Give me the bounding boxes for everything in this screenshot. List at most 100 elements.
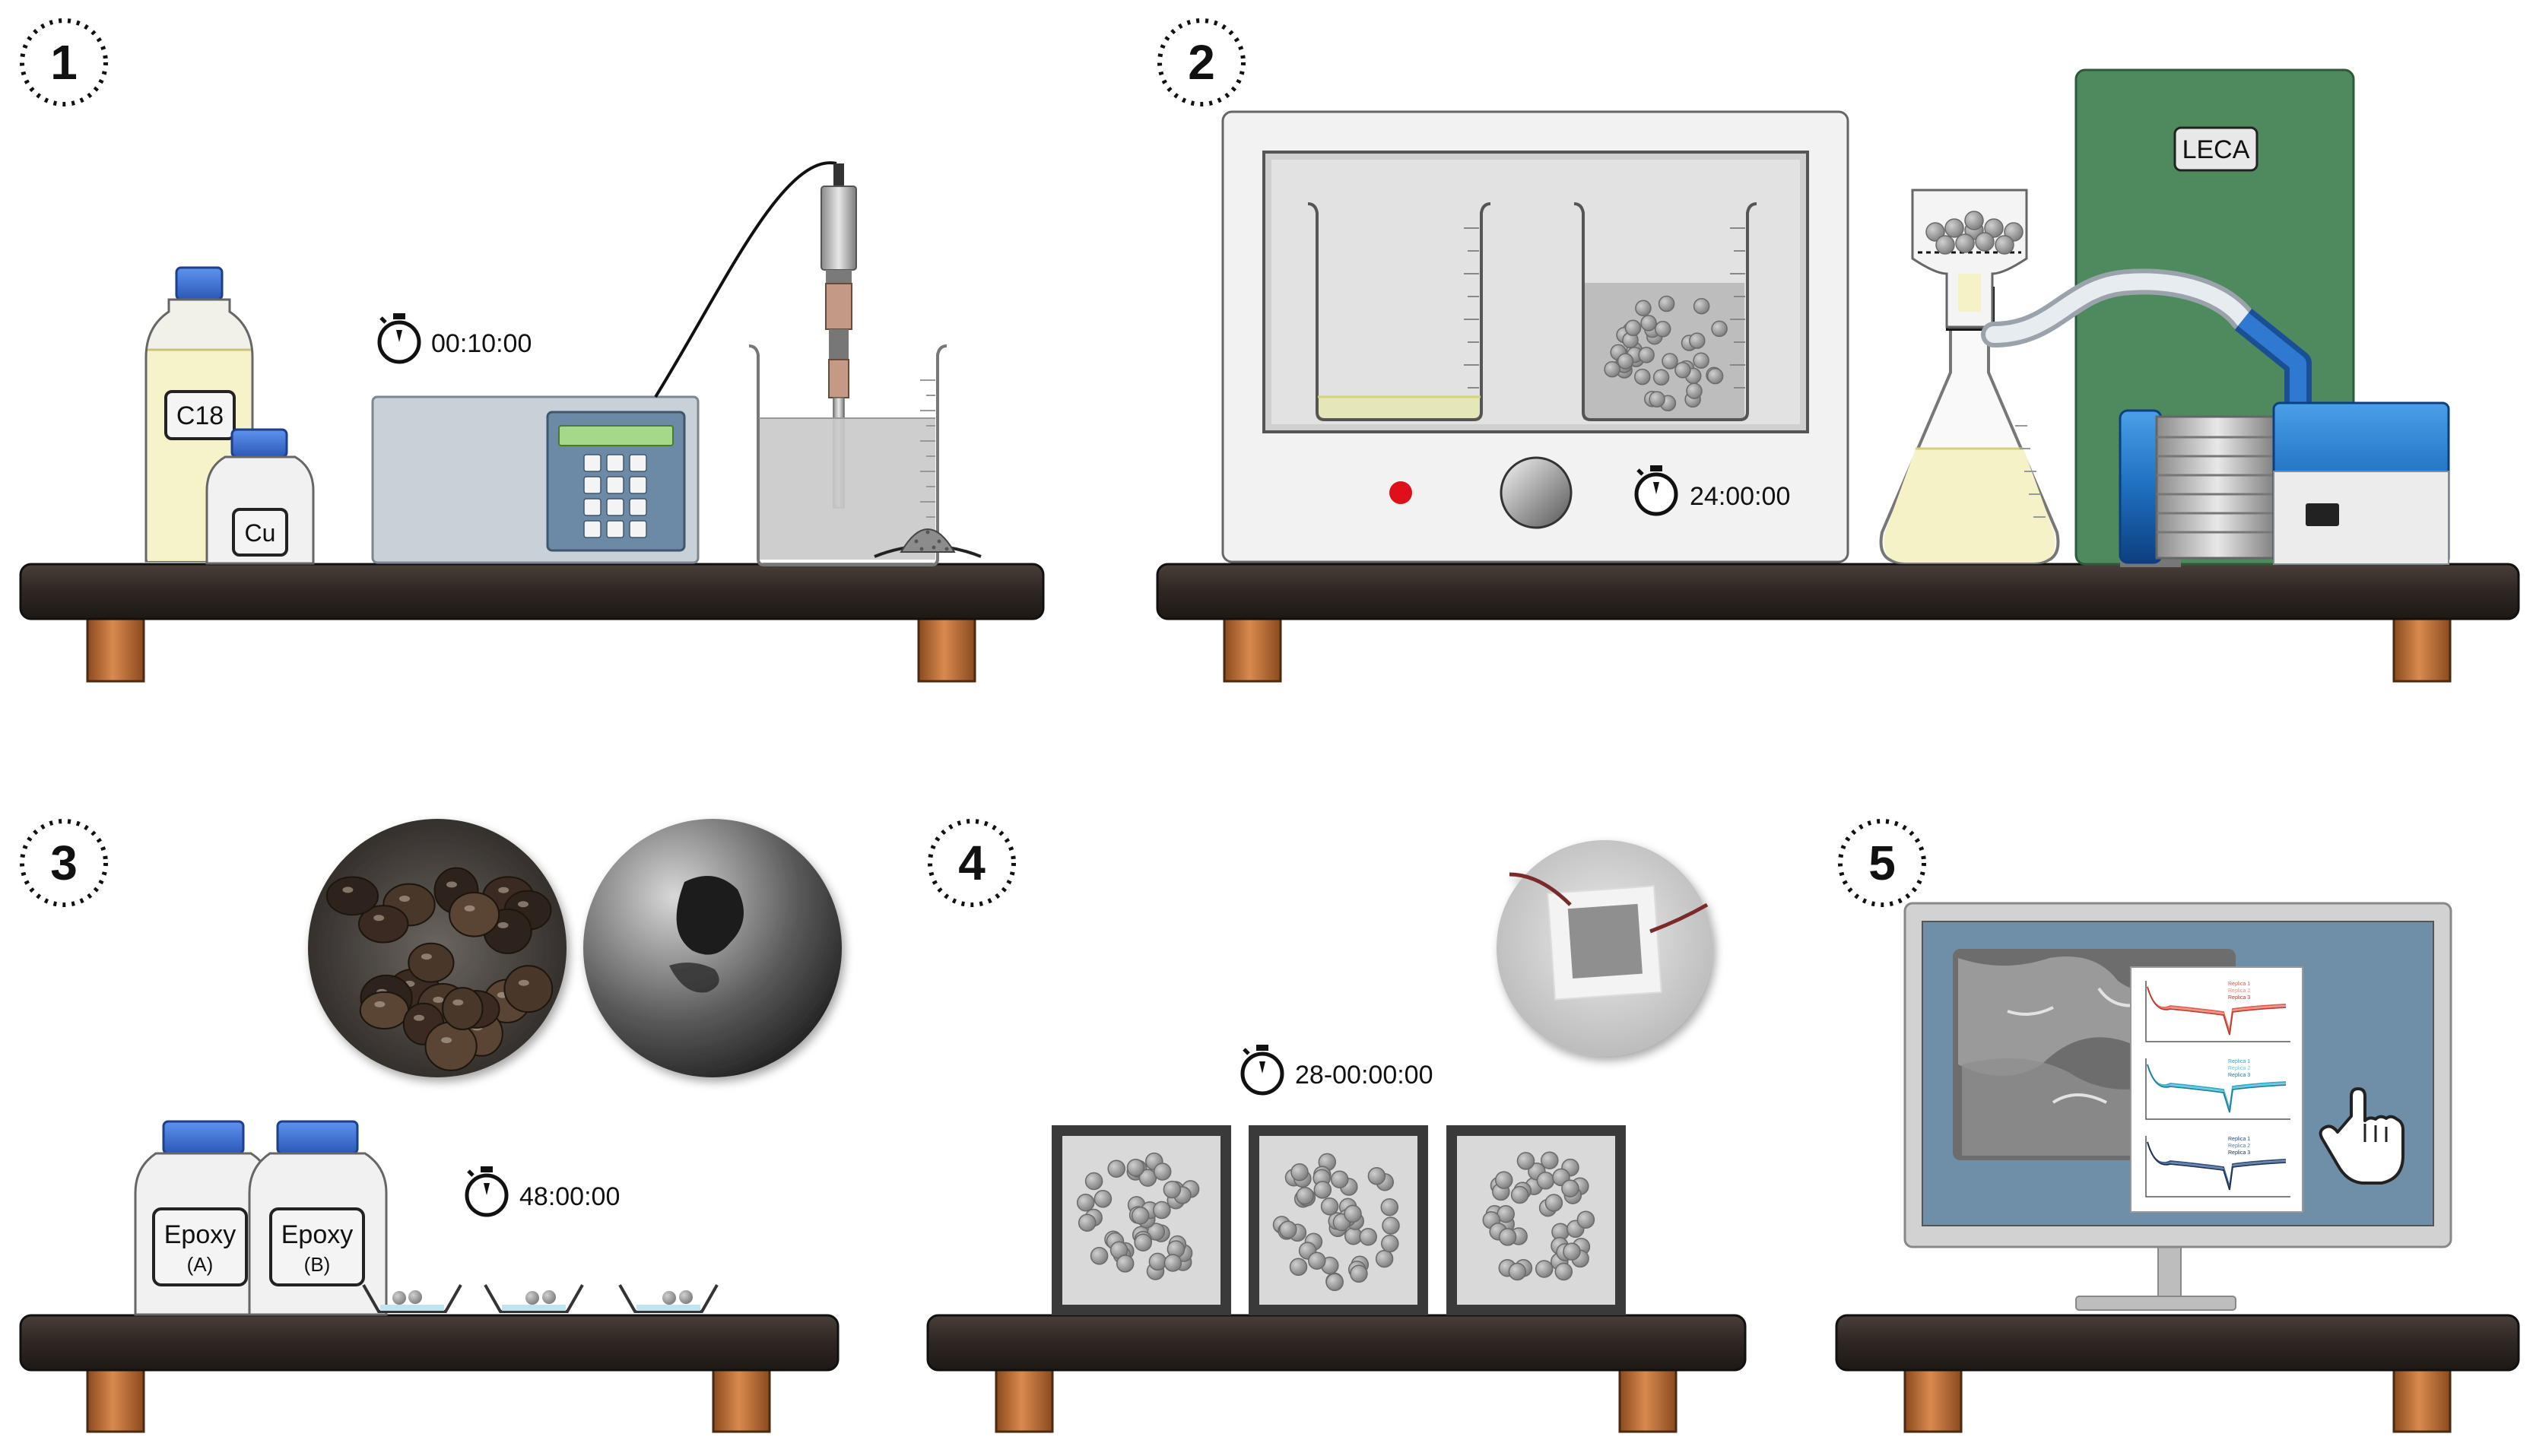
sonicator-controller — [371, 395, 700, 564]
bead — [1662, 353, 1678, 370]
bench-3 — [19, 1314, 840, 1433]
bead — [1116, 1255, 1135, 1273]
pellet-highlight — [518, 979, 529, 986]
pellet-highlight — [441, 1037, 452, 1044]
bead — [1344, 1204, 1362, 1223]
epoxy-b-label: Epoxy — [281, 1220, 354, 1249]
bead — [1635, 300, 1652, 317]
bead — [1076, 1193, 1095, 1212]
pellet-highlight — [399, 896, 410, 902]
bead — [1944, 218, 1964, 238]
photo-leca-pellets — [308, 819, 567, 1077]
mini-plot-legend: Replica 3 — [2228, 1073, 2250, 1078]
leca-pellet — [325, 876, 379, 916]
sonicator-cable — [654, 161, 837, 398]
bead — [1131, 1207, 1150, 1225]
step-number-2: 2 — [1188, 35, 1215, 90]
epoxy-a-sub-label: (A) — [187, 1253, 214, 1276]
bead — [1576, 1210, 1595, 1229]
mini-plot-axis — [2145, 1058, 2290, 1120]
vacuum-pump — [2119, 401, 2450, 567]
bead — [1634, 368, 1651, 385]
bead — [1148, 1252, 1167, 1271]
bead — [1604, 360, 1620, 378]
bead — [1535, 1260, 1554, 1278]
epoxy-mold-3 — [618, 1284, 719, 1313]
bead — [1153, 1201, 1171, 1220]
step-badge-5: 5 — [1838, 819, 1926, 907]
bead — [1134, 1233, 1152, 1251]
bead — [1925, 222, 1945, 242]
bead — [1090, 1247, 1109, 1265]
bead — [1084, 1172, 1103, 1191]
leca-pellet — [359, 991, 409, 1030]
bead — [1330, 1170, 1349, 1188]
step-badge-2: 2 — [1157, 18, 1246, 106]
mini-plot-legend: Replica 3 — [2228, 995, 2250, 1001]
bead — [1689, 332, 1706, 349]
bead — [1510, 1185, 1529, 1204]
pellet-highlight — [446, 881, 457, 888]
mini-plot-line — [2147, 1064, 2287, 1113]
leca-pellet — [408, 942, 455, 983]
bench-1 — [19, 563, 1045, 683]
bead — [1350, 1264, 1368, 1283]
leca-pellet — [442, 987, 484, 1030]
pellet-highlight — [421, 953, 432, 960]
bench-4 — [926, 1314, 1747, 1433]
bead — [1658, 295, 1675, 312]
bead — [1290, 1163, 1309, 1182]
oven-knob — [1500, 456, 1573, 529]
hand-pointer-icon — [2319, 1087, 2404, 1185]
timer-step-2: 24:00:00 — [1690, 482, 1790, 511]
bench-2 — [1156, 563, 2520, 683]
bead — [1381, 1234, 1399, 1253]
bead — [1686, 382, 1703, 399]
bead — [1640, 315, 1657, 331]
bead — [1693, 297, 1710, 315]
oven — [1221, 110, 1849, 563]
bead — [1163, 1254, 1182, 1272]
leca-pellet — [503, 965, 554, 1013]
mini-plot-legend: Replica 2 — [2228, 988, 2250, 994]
bead — [1494, 1171, 1513, 1189]
bead — [1693, 352, 1709, 369]
bead — [1498, 1228, 1517, 1246]
pellet-highlight — [452, 999, 464, 1006]
bead — [1649, 391, 1665, 408]
step-badge-4: 4 — [928, 819, 1016, 907]
step-badge-3: 3 — [20, 819, 108, 907]
bead — [1674, 362, 1691, 379]
mini-plot-line — [2147, 1141, 2287, 1191]
bead — [1711, 320, 1728, 338]
mini-plot-line — [2147, 986, 2287, 1036]
timer-step-1: 00:10:00 — [431, 329, 532, 358]
epoxy-a-bottle: Epoxy (A) — [134, 1120, 274, 1316]
pellet-highlight — [518, 901, 529, 908]
bead — [1153, 1163, 1172, 1181]
timer-step-4: 28-00:00:00 — [1295, 1061, 1433, 1090]
epoxy-a-label: Epoxy — [164, 1220, 236, 1249]
bead — [1508, 1262, 1527, 1281]
bead — [1163, 1180, 1182, 1199]
bead — [1638, 347, 1655, 363]
bead — [1325, 1273, 1344, 1292]
step-number-4: 4 — [958, 836, 986, 890]
spatula-with-powder — [874, 528, 982, 558]
bead — [1975, 232, 1995, 252]
pellet-highlight — [497, 921, 509, 928]
pellet-highlight — [464, 905, 475, 912]
bead — [1359, 1227, 1377, 1246]
mini-plot-legend: Replica 1 — [2228, 1059, 2250, 1064]
epoxy-mold-1 — [362, 1284, 462, 1313]
bench-5 — [1835, 1314, 2520, 1433]
bead — [1706, 367, 1724, 385]
photo-test-specimen — [1497, 840, 1712, 1056]
cu-label: Cu — [245, 519, 276, 547]
leca-pellet — [424, 1021, 478, 1071]
bead — [1955, 233, 1975, 253]
mini-plot-axis — [2145, 1136, 2290, 1197]
bead — [1380, 1197, 1399, 1217]
